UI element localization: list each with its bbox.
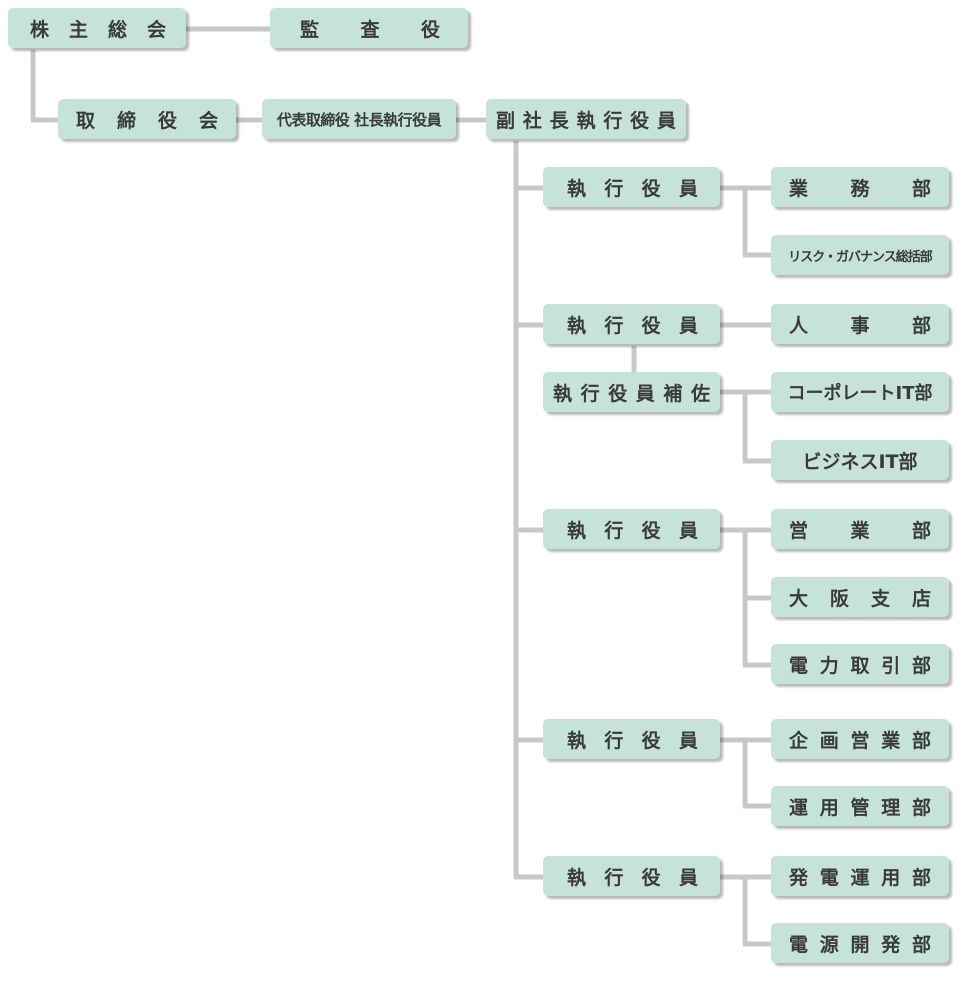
planning-sales-dept-label: 企画営業部 xyxy=(789,729,931,752)
ceo-box: 代表取締役 社長執行役員 xyxy=(262,99,456,139)
board-label: 取締役会 xyxy=(76,109,218,132)
officer-label: 執行役員 xyxy=(567,729,698,752)
operations-management-dept-label: 運用管理部 xyxy=(789,796,931,819)
officer-label: 執行役員 xyxy=(567,177,698,200)
ceo-label: 代表取締役 社長執行役員 xyxy=(276,110,442,129)
power-generation-operations-dept-box: 発電運用部 xyxy=(771,856,949,896)
risk-governance-dept-label: リスク・ガバナンス総括部 xyxy=(788,249,932,265)
business-dept-box: 業務部 xyxy=(771,167,949,207)
auditor-box: 監査役 xyxy=(270,8,468,48)
operations-management-dept-box: 運用管理部 xyxy=(771,786,949,826)
officer-label: 執行役員 xyxy=(567,866,698,889)
planning-sales-dept-box: 企画営業部 xyxy=(771,719,949,759)
power-generation-operations-dept-label: 発電運用部 xyxy=(789,866,931,889)
business-dept-label: 業務部 xyxy=(789,177,931,200)
officer-box: 執行役員 xyxy=(543,719,720,759)
board-box: 取締役会 xyxy=(58,99,236,139)
vp-label: 副社長執行役員 xyxy=(496,109,676,132)
auditor-label: 監査役 xyxy=(300,18,440,41)
business-it-dept-label: ビジネスIT部 xyxy=(802,450,918,473)
officer-box: 執行役員 xyxy=(543,167,720,207)
sales-dept-label: 営業部 xyxy=(789,519,931,542)
power-source-development-dept-label: 電源開発部 xyxy=(789,933,931,956)
officer-assistant-label: 執行役員補佐 xyxy=(553,382,710,405)
officer-label: 執行役員 xyxy=(567,314,698,337)
corporate-it-dept-label: コーポレートIT部 xyxy=(787,383,933,404)
officer-assistant-box: 執行役員補佐 xyxy=(543,372,720,412)
officer-box: 執行役員 xyxy=(543,856,720,896)
power-source-development-dept-box: 電源開発部 xyxy=(771,923,949,963)
hr-dept-label: 人事部 xyxy=(789,314,931,337)
hr-dept-box: 人事部 xyxy=(771,304,949,344)
osaka-branch-box: 大阪支店 xyxy=(771,577,949,617)
vp-box: 副社長執行役員 xyxy=(486,99,686,139)
officer-box: 執行役員 xyxy=(543,304,720,344)
power-trading-dept-label: 電力取引部 xyxy=(789,654,931,677)
risk-governance-dept-box: リスク・ガバナンス総括部 xyxy=(771,235,949,275)
shareholders-meeting-label: 株主総会 xyxy=(30,18,166,41)
power-trading-dept-box: 電力取引部 xyxy=(771,644,949,684)
officer-box: 執行役員 xyxy=(543,509,720,549)
shareholders-meeting-box: 株主総会 xyxy=(8,8,186,48)
sales-dept-box: 営業部 xyxy=(771,509,949,549)
corporate-it-dept-box: コーポレートIT部 xyxy=(771,372,949,412)
officer-label: 執行役員 xyxy=(567,519,698,542)
business-it-dept-box: ビジネスIT部 xyxy=(771,440,949,480)
osaka-branch-label: 大阪支店 xyxy=(789,587,931,610)
